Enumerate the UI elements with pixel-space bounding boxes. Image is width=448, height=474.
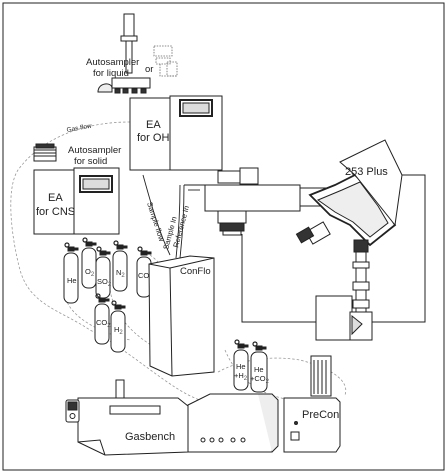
cylinder-n2 <box>112 240 128 292</box>
cyl-label-n2: N2 <box>116 268 125 279</box>
tubing-lines <box>142 174 205 259</box>
cyl-label-co2: CO2 <box>96 318 111 329</box>
cyl-label-co: CO <box>138 271 149 280</box>
outer-frame <box>2 2 445 471</box>
cylinder-he-co2 <box>250 341 268 393</box>
autosampler-solid <box>33 143 57 162</box>
ea-cns-label-2: for CNS <box>36 206 75 218</box>
irms-253-plus <box>204 139 403 341</box>
electronics-unit <box>187 393 279 453</box>
gasbench-unit <box>65 379 189 456</box>
sample-flow-label: Sample flow <box>145 201 166 243</box>
cyl-label-o2: O2 <box>85 267 95 278</box>
gas-cylinders <box>63 237 268 393</box>
cylinder-o2 <box>81 237 97 289</box>
irms-bench-outline <box>241 174 426 323</box>
ea-cns-unit <box>33 167 120 235</box>
cylinder-labels: He O2 SO2 N2 CO CO2 H2 He +H2 He +CO2 <box>67 267 270 385</box>
ea-oh-label-1: EA <box>146 119 161 131</box>
cylinder-h2 <box>110 300 126 353</box>
cyl-label-he-co2-2: +CO2 <box>250 374 270 385</box>
cyl-label-he-h2-2: +H2 <box>234 371 248 382</box>
cylinder-so2 <box>95 246 111 299</box>
precon-label: PreCon <box>302 409 339 421</box>
autosampler-liquid-label-1: Autosampler <box>86 57 139 68</box>
cylinder-he-1 <box>63 242 79 304</box>
cyl-label-so2: SO2 <box>97 277 112 288</box>
gasbench-label: Gasbench <box>125 431 175 443</box>
cyl-label-he-h2-1: He <box>236 362 246 371</box>
ea-oh-label-2: for OH <box>137 132 169 144</box>
gas-flow-label: Gas flow <box>66 123 92 134</box>
cylinder-he-h2 <box>233 339 249 391</box>
autosampler-liquid <box>97 13 151 94</box>
cylinder-co2 <box>94 293 110 345</box>
conflo-label: ConFlo <box>180 266 211 277</box>
ea-cns-label-1: EA <box>48 192 63 204</box>
cyl-label-he-1: He <box>67 276 77 285</box>
autosampler-solid-label-1: Autosampler <box>68 145 121 156</box>
autosampler-alternative <box>153 45 178 77</box>
autosampler-liquid-label-2: for liquid <box>93 68 129 79</box>
precon-unit <box>283 355 341 453</box>
cyl-label-h2: H2 <box>114 325 123 336</box>
cyl-label-he-co2-1: He <box>254 365 264 374</box>
autosampler-solid-label-2: for solid <box>74 156 107 167</box>
irms-label: 253 Plus <box>345 166 388 178</box>
conflo-unit <box>148 255 215 377</box>
ea-oh-unit <box>129 95 223 171</box>
or-label: or <box>145 64 153 75</box>
